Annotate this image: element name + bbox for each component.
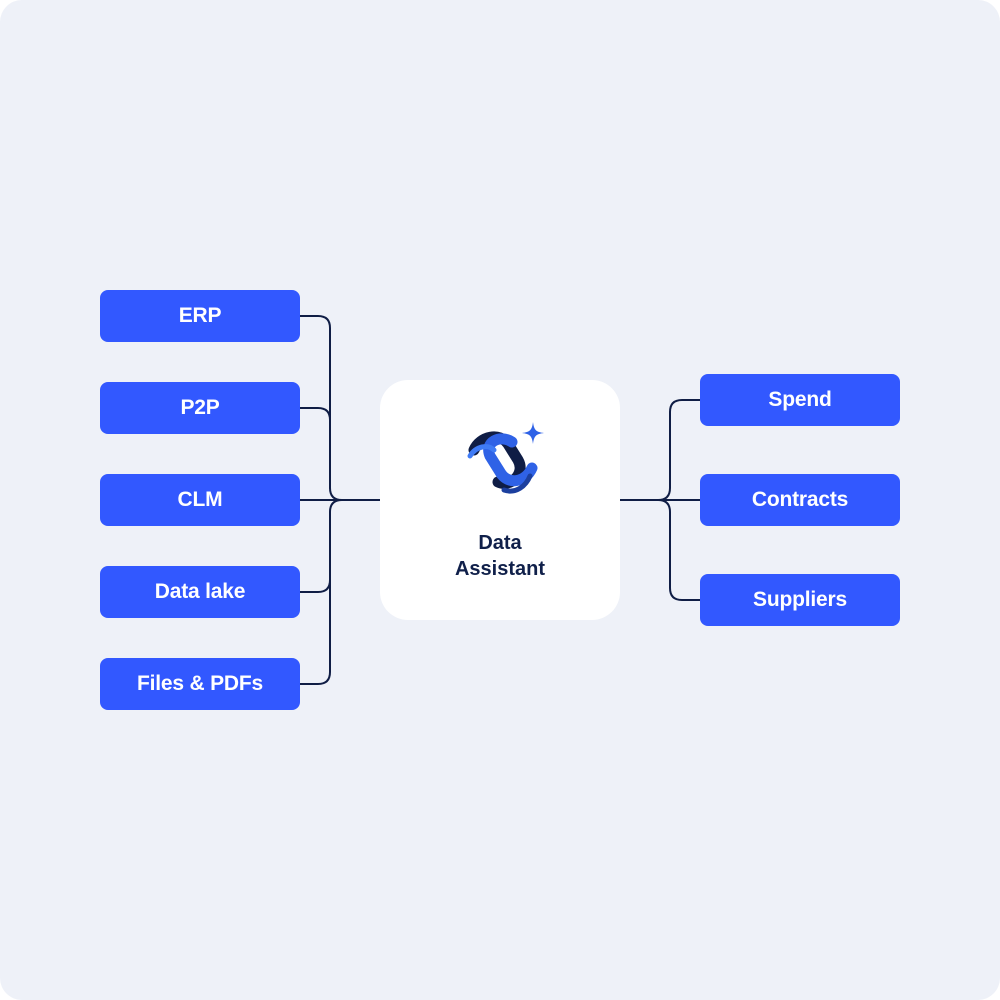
data-assistant-title: Data Assistant: [380, 530, 620, 582]
source-clm-label: CLM: [177, 488, 223, 511]
connector-data-lake: [299, 499, 343, 593]
source-p2p: P2P: [100, 382, 300, 434]
data-assistant-logo-icon: [467, 422, 544, 494]
output-spend: Spend: [700, 374, 900, 426]
connector-spend: [619, 399, 701, 501]
output-spend-label: Spend: [768, 388, 832, 411]
output-contracts: Contracts: [700, 474, 900, 526]
connector-p2p: [299, 407, 331, 489]
source-data-lake-label: Data lake: [154, 580, 246, 603]
source-files-pdfs-label: Files & PDFs: [137, 672, 263, 695]
output-suppliers: Suppliers: [700, 574, 900, 626]
source-clm: CLM: [100, 474, 300, 526]
connector-suppliers: [657, 499, 701, 601]
source-erp: ERP: [100, 290, 300, 342]
source-erp-label: ERP: [178, 304, 222, 327]
output-suppliers-label: Suppliers: [753, 588, 847, 611]
source-p2p-label: P2P: [180, 396, 220, 419]
data-assistant-title-line1: Data: [478, 532, 522, 554]
data-assistant-card: [380, 380, 620, 620]
data-assistant-title-line2: Assistant: [454, 558, 546, 580]
output-contracts-label: Contracts: [751, 488, 849, 511]
source-files-pdfs: Files & PDFs: [100, 658, 300, 710]
connector-files-pdfs: [299, 579, 331, 685]
source-data-lake: Data lake: [100, 566, 300, 618]
